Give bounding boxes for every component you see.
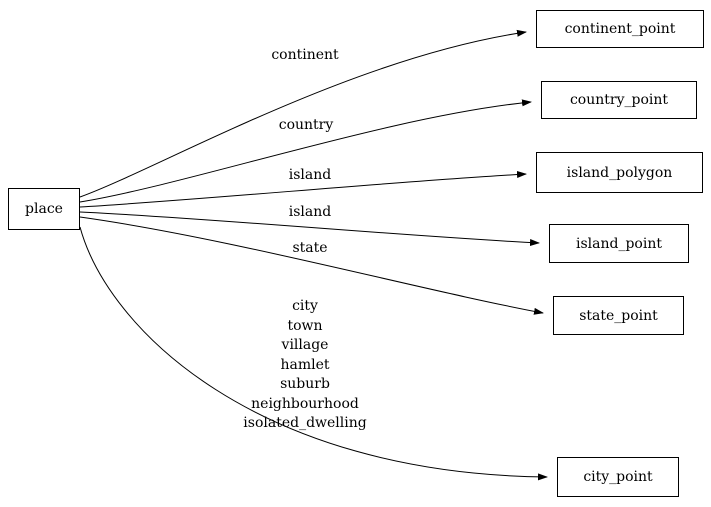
node-continent-point[interactable]: continent_point (536, 10, 704, 48)
node-place[interactable]: place (8, 188, 80, 230)
edge-place-island_polygon (79, 171, 527, 208)
node-place-label: place (25, 201, 63, 217)
edge-label-town: town (287, 317, 323, 334)
edge-label-city-group: city town village hamlet suburb neighbou… (243, 297, 366, 434)
edge-place-island_point (79, 211, 540, 247)
edge-label-island-point: island (288, 204, 332, 220)
node-state-point[interactable]: state_point (553, 296, 684, 335)
node-country-point[interactable]: country_point (541, 81, 697, 119)
node-island-polygon[interactable]: island_polygon (536, 152, 703, 193)
edge-label-continent: continent (271, 47, 339, 63)
edge-label-country: country (278, 117, 334, 133)
node-island-polygon-label: island_polygon (566, 164, 673, 181)
edge-label-village: village (281, 337, 329, 353)
node-city-point[interactable]: city_point (557, 457, 679, 497)
edge-place-state_point (79, 216, 544, 315)
edge-label-city: city (292, 298, 318, 314)
edge-label-isolated-dwelling: isolated_dwelling (243, 415, 367, 431)
edge-label-island-polygon: island (288, 167, 332, 183)
edge-label-hamlet: hamlet (280, 356, 330, 373)
edge-place-country_point (79, 99, 532, 203)
node-island-point[interactable]: island_point (549, 224, 689, 263)
node-state-point-label: state_point (579, 307, 658, 324)
edge-label-state: state (292, 240, 328, 256)
node-island-point-label: island_point (576, 235, 662, 252)
edge-label-suburb: suburb (280, 376, 330, 392)
edge-label-neighbourhood: neighbourhood (251, 395, 359, 412)
node-country-point-label: country_point (569, 92, 669, 108)
edge-place-continent_point (79, 29, 527, 198)
edge-place-city_point (79, 226, 548, 481)
node-continent-point-label: continent_point (564, 21, 676, 37)
node-city-point-label: city_point (583, 469, 653, 485)
